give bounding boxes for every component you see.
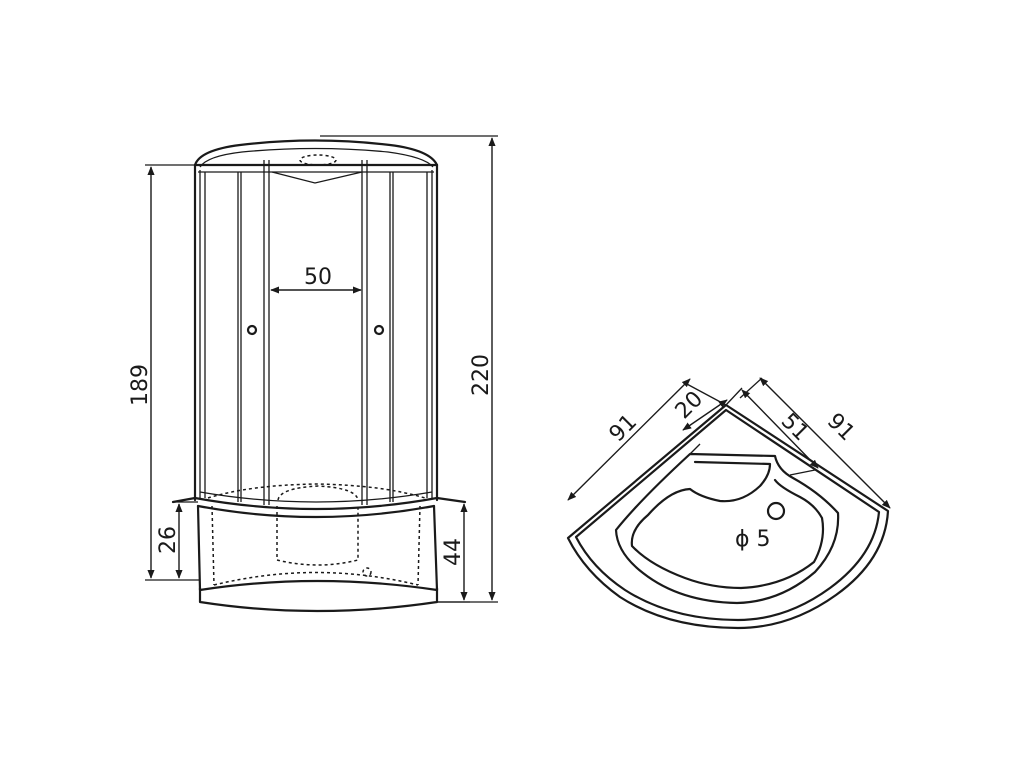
dim-top-width-left: 91: [567, 378, 727, 501]
dim-top-width-left-label: 91: [605, 410, 642, 447]
dim-door-width: 50: [270, 265, 362, 294]
dim-total-height-label: 220: [469, 354, 494, 396]
dim-tray-height-label: 44: [441, 538, 466, 566]
dim-seat-depth: 20: [671, 387, 728, 431]
drain-hidden-icon: [362, 567, 372, 577]
left-handle-icon: [246, 324, 258, 336]
dim-glass-height-label: 189: [128, 364, 153, 406]
dim-total-height: 220: [320, 135, 498, 603]
drain-icon: [766, 501, 786, 521]
cabin-frame: [193, 160, 439, 505]
dim-glass-height: 189: [128, 164, 200, 581]
right-handle-icon: [373, 324, 385, 336]
dim-tray-step-height: 26: [156, 501, 198, 579]
cabin-roof: [193, 139, 439, 184]
shower-tray: [171, 483, 467, 613]
dim-tray-step-height-label: 26: [156, 526, 181, 554]
dim-door-width-label: 50: [304, 265, 332, 290]
dim-tray-height: 44: [437, 503, 470, 603]
dim-top-width-right: 91: [739, 377, 891, 509]
top-view: ϕ 5 91 20 51 91: [566, 377, 891, 630]
drain-diameter-label: ϕ 5: [735, 527, 771, 552]
front-view: 50 189 26 44 220: [128, 135, 498, 613]
dim-top-width-right-label: 91: [822, 409, 859, 446]
